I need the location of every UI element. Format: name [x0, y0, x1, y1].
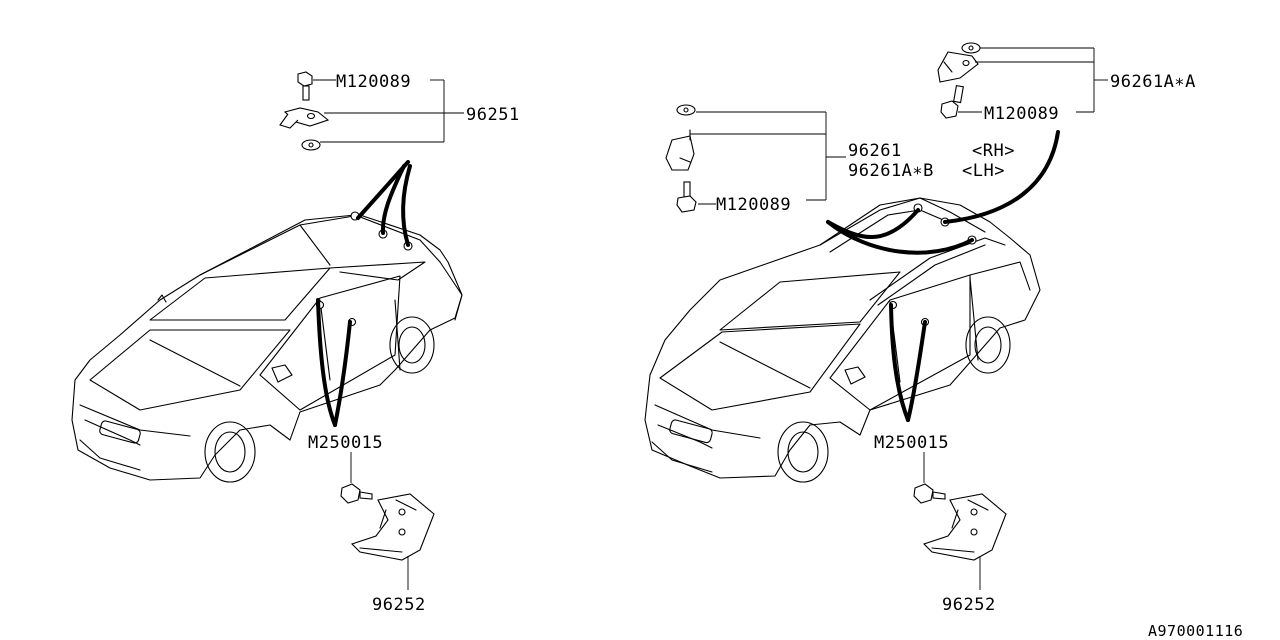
bracket-96252-left-part	[350, 493, 435, 590]
label-m120089-rear: M120089	[984, 104, 1059, 124]
label-rh: <RH>	[972, 141, 1015, 161]
sedan-callout-lines	[320, 79, 464, 143]
bracket-96261-part	[665, 104, 696, 171]
wagon-rear-callout-lines	[975, 47, 1108, 113]
label-m250015-left: M250015	[308, 433, 383, 453]
label-96252-right: 96252	[942, 595, 996, 615]
wagon-front-callout-lines	[690, 111, 846, 205]
label-m250015-right: M250015	[874, 433, 949, 453]
label-lh: <LH>	[962, 161, 1005, 181]
bolt-m120089-left	[297, 71, 336, 101]
sedan-leader-lines	[316, 160, 412, 427]
label-m120089-front: M120089	[716, 195, 791, 215]
wagon-leader-lines	[826, 130, 1060, 422]
diagram-id: A970001116	[1148, 622, 1243, 640]
label-96261A-B: 96261A∗B	[848, 161, 934, 181]
bolt-m250015-right	[913, 452, 946, 504]
bolt-m120089-rear	[940, 84, 982, 119]
bolt-m250015-left	[340, 452, 373, 504]
bracket-96251-part	[279, 107, 330, 151]
label-m120089-left: M120089	[336, 72, 411, 92]
sedan-car-illustration	[71, 211, 463, 483]
bracket-96261A-A-part	[937, 42, 981, 83]
wagon-car-illustration	[644, 197, 1041, 483]
bolt-m120089-front	[676, 181, 697, 213]
bracket-96252-right-part	[922, 493, 1007, 590]
label-96251: 96251	[466, 105, 520, 125]
label-96252-left: 96252	[372, 595, 426, 615]
label-96261: 96261	[848, 141, 902, 161]
label-96261A-A: 96261A∗A	[1110, 72, 1196, 92]
